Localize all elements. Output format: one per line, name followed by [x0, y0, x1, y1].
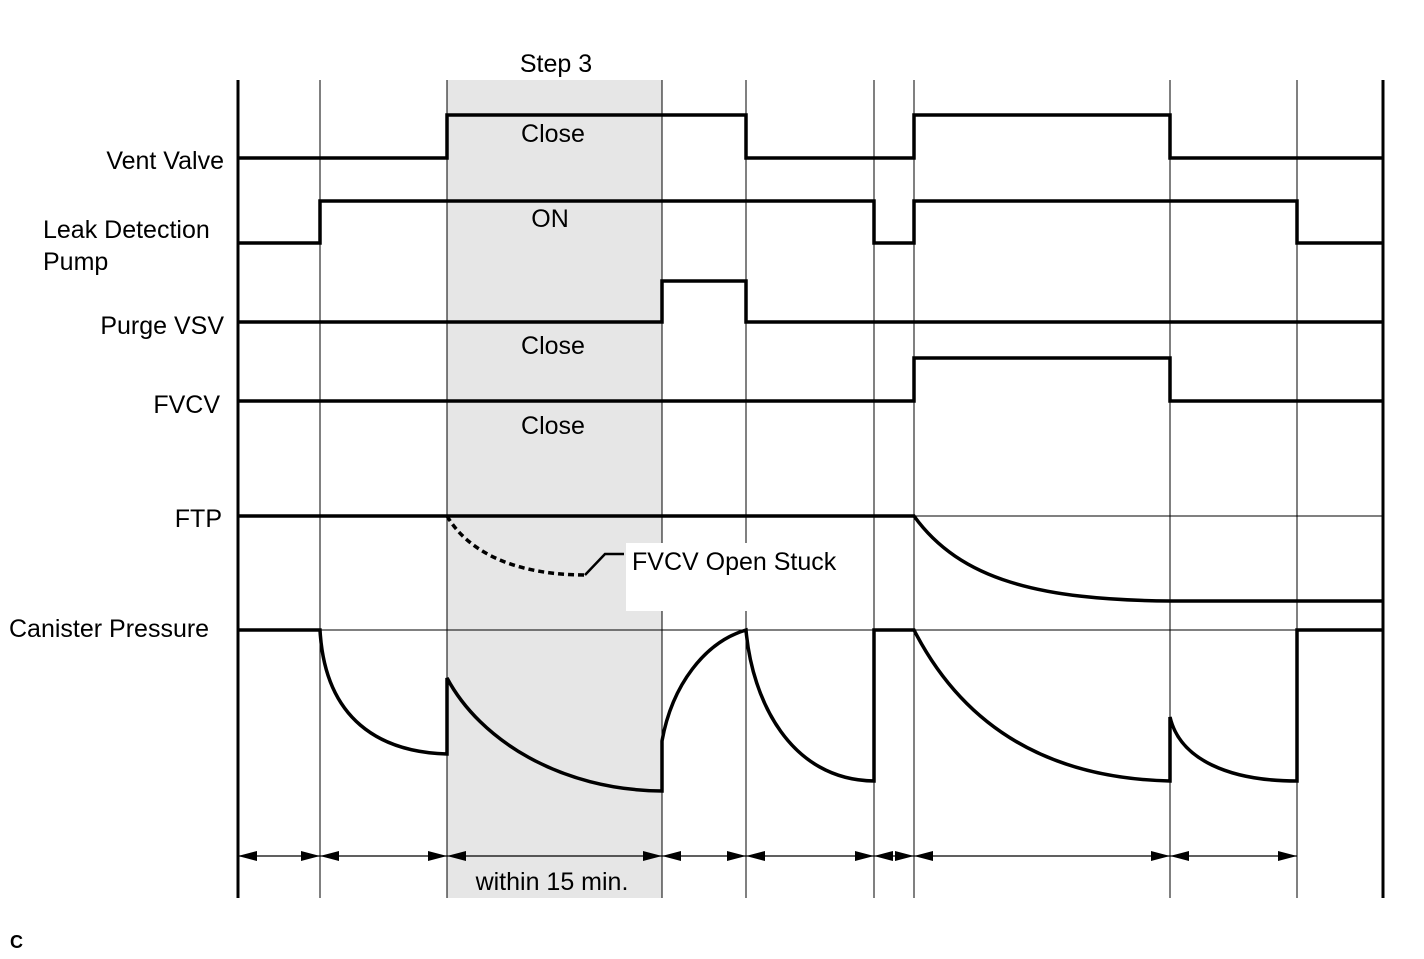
fvcv-label: FVCV — [153, 391, 220, 419]
annotation-box — [626, 543, 866, 611]
ftp-waveform — [238, 514, 1383, 603]
step3-highlight — [447, 80, 662, 898]
canister-pressure-label: Canister Pressure — [9, 615, 209, 643]
leak-pump-state: ON — [531, 205, 569, 233]
vent-valve-label: Vent Valve — [106, 147, 224, 175]
leak-pump-waveform — [238, 199, 1383, 245]
fvcv-state: Close — [521, 412, 585, 440]
ftp-annotation-leader — [584, 552, 624, 576]
purge-vsv-label: Purge VSV — [100, 312, 224, 340]
duration-arrows — [238, 851, 1297, 861]
fvcv-open-stuck-label: FVCV Open Stuck — [632, 548, 837, 576]
purge-vsv-state: Close — [521, 332, 585, 360]
corner-mark: C — [10, 932, 23, 952]
ftp-open-stuck-curve — [445, 515, 586, 577]
canister-pressure-waveform — [238, 627, 1383, 793]
leak-pump-label-line1: Leak Detection — [43, 216, 210, 244]
leak-pump-label-line2: Pump — [43, 248, 108, 276]
vent-valve-state: Close — [521, 120, 585, 148]
ftp-label: FTP — [175, 505, 222, 533]
purge-vsv-waveform — [238, 279, 1383, 324]
fvcv-waveform — [238, 356, 1383, 403]
step-label: Step 3 — [520, 50, 592, 78]
duration-label: within 15 min. — [475, 868, 629, 896]
vent-valve-waveform — [238, 113, 1383, 160]
